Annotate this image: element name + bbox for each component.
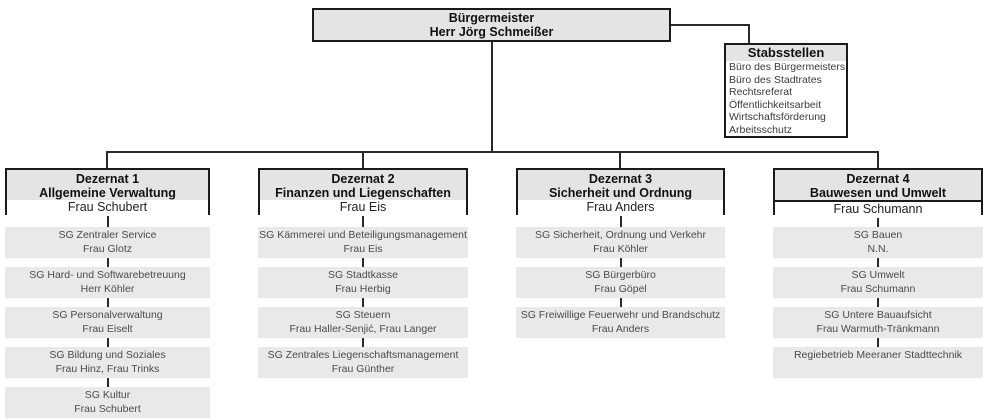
sg-unit-person: Frau Eiselt (82, 322, 133, 335)
sg-unit-person: N.N. (867, 242, 889, 255)
sg-unit-box: Regiebetrieb Meeraner Stadttechnik (773, 347, 983, 378)
sg-unit-person: Frau Köhler (593, 242, 648, 255)
sg-unit-name: SG Steuern (335, 309, 391, 321)
connector-root-drop (491, 42, 493, 152)
sg-unit-person: Frau Glotz (82, 242, 132, 255)
dezernat-title-line1: Dezernat 2 (331, 172, 395, 186)
sg-unit-name: SG Kultur (84, 389, 131, 401)
sg-unit-name: SG Freiwillige Feuerwehr und Brandschutz (520, 309, 721, 321)
sg-unit-person: Frau Schubert (74, 402, 141, 415)
sg-unit-name: Regiebetrieb Meeraner Stadttechnik (793, 349, 963, 361)
connector-column-3 (619, 213, 622, 309)
sg-unit-name: SG Kämmerei und Beteiligungsmanagement (259, 229, 467, 241)
sg-unit-person: Frau Hinz, Frau Trinks (55, 362, 160, 375)
sg-unit-name: SG Bürgerbüro (585, 269, 656, 281)
dezernat-title-line1: Dezernat 3 (588, 172, 653, 186)
stabsstellen-item: Arbeitsschutz (729, 123, 793, 136)
stabsstellen-item: Öffentlichkeitsarbeit (729, 98, 822, 111)
connector-root-to-stabsstellen-h (670, 24, 750, 26)
sg-unit-name: SG Zentraler Service (58, 229, 157, 241)
sg-unit-person: Frau Haller-Senjić, Frau Langer (289, 322, 437, 335)
dezernat-head-name: Frau Eis (260, 200, 466, 216)
connector-drop-dezernat-1 (106, 151, 108, 168)
sg-unit-name: SG Personalverwaltung (52, 309, 163, 321)
dezernat-head-name: Frau Anders (518, 200, 723, 216)
sg-unit-person: Frau Warmuth-Tränkmann (816, 322, 940, 335)
stabsstellen-item: Wirtschaftsförderung (729, 111, 826, 124)
sg-unit-name: SG Hard- und Softwarebetreuung (29, 269, 186, 281)
connector-drop-dezernat-4 (877, 151, 879, 168)
dezernat-head-name: Frau Schumann (775, 200, 981, 218)
dezernat-head-name: Frau Schubert (7, 200, 208, 216)
dezernat-title-line2: Sicherheit und Ordnung (548, 186, 693, 200)
sg-unit-person: Herr Köhler (80, 282, 135, 295)
sg-unit-box: SG Freiwillige Feuerwehr und Brandschutz… (516, 307, 725, 338)
buergermeister-name: Herr Jörg Schmeißer (429, 25, 554, 39)
sg-unit-person: Frau Günther (331, 362, 395, 375)
sg-unit-name: SG Stadtkasse (327, 269, 399, 281)
sg-unit-name: SG Sicherheit, Ordnung und Verkehr (534, 229, 706, 241)
dezernat-title-line2: Allgemeine Verwaltung (39, 186, 176, 200)
buergermeister-title: Bürgermeister (448, 10, 535, 25)
sg-unit-person: Frau Göpel (594, 282, 647, 295)
sg-unit-name: SG Zentrales Liegenschaftsmanagement (267, 349, 459, 361)
sg-unit-person: Frau Herbig (335, 282, 391, 295)
dezernat-title-line1: Dezernat 1 (75, 172, 140, 186)
sg-unit-name: SG Bildung und Soziales (49, 349, 166, 361)
connector-drop-dezernat-2 (362, 151, 364, 168)
dezernat-title-line2: Bauwesen und Umwelt (809, 186, 947, 200)
stabsstellen-item: Büro des Stadtrates (729, 73, 822, 86)
sg-unit-name: SG Bauen (853, 229, 903, 241)
sg-unit-person: Frau Eis (343, 242, 383, 255)
stabsstellen-title: Stabsstellen (726, 45, 846, 61)
connector-column-1 (106, 213, 109, 389)
connector-main-horizontal (107, 151, 879, 153)
connector-root-to-stabsstellen-v (748, 24, 750, 43)
sg-unit-person: Frau Anders (591, 322, 650, 335)
sg-unit-name: SG Untere Bauaufsicht (824, 309, 932, 321)
stabsstellen-item: Büro des Bürgermeisters (729, 61, 846, 73)
sg-unit-person: Frau Schumann (840, 282, 916, 295)
dezernat-title-line1: Dezernat 4 (846, 172, 910, 186)
stabsstellen-item: Rechtsreferat (729, 86, 793, 99)
buergermeister-box: Bürgermeister Herr Jörg Schmeißer (312, 8, 671, 42)
dezernat-title-line2: Finanzen und Liegenschaften (275, 186, 451, 200)
sg-unit-name: SG Umwelt (851, 269, 905, 281)
connector-drop-dezernat-3 (619, 151, 621, 168)
